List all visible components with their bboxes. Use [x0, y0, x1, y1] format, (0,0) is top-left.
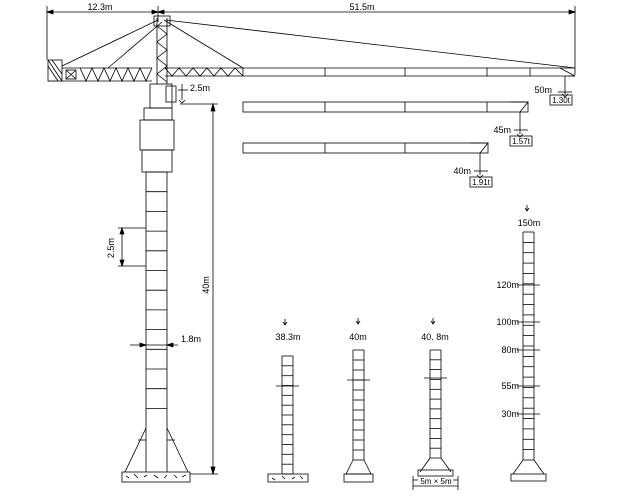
mast-width-label: 1.8m — [181, 334, 201, 344]
slewing-cab — [139, 83, 188, 173]
jib-option-40m — [242, 142, 489, 179]
tie-level-label: 30m — [501, 409, 519, 419]
tie-level-label: 100m — [496, 317, 519, 327]
top-dimension-line — [45, 6, 577, 75]
tie-level-label: 55m — [501, 381, 519, 391]
base-size-label: 5m × 5m — [420, 477, 452, 486]
main-mast — [121, 171, 191, 483]
tower-variant-height: 38.3m — [275, 332, 300, 342]
tip-load-box — [469, 176, 493, 188]
tower-height-dimension — [180, 102, 218, 476]
tower-variant-height: 150m — [518, 218, 541, 228]
tip-load-box — [549, 94, 573, 106]
tip-load-value: 1.91t — [472, 178, 491, 187]
section-height-label: 2.5m — [106, 238, 116, 258]
tower-variant-40-8m — [412, 318, 459, 490]
main-jib-length-label: 51.5m — [349, 2, 374, 12]
section-height-dimension — [118, 226, 146, 268]
jib-option-length: 45m — [493, 125, 511, 135]
tower-variant-150m — [510, 205, 547, 482]
tower-head — [61, 15, 576, 84]
counter-jib-length-label: 12.3m — [87, 2, 112, 12]
tie-level-label: 120m — [496, 280, 519, 290]
tower-variant-height: 40m — [349, 332, 367, 342]
main-jib — [164, 67, 576, 98]
counter-jib — [47, 59, 153, 82]
hook-clearance-label: 2.5m — [190, 83, 210, 93]
tower-height-label: 40m — [201, 276, 211, 294]
tower-variant-38m — [267, 319, 309, 483]
jib-option-length: 50m — [534, 85, 552, 95]
tip-load-value: 1.57t — [512, 137, 531, 146]
jib-option-45m — [242, 101, 529, 138]
tower-variant-40m — [343, 318, 374, 483]
tower-variant-height: 40. 8m — [421, 332, 449, 342]
tip-load-box — [509, 135, 533, 147]
mast-width-dimension — [130, 342, 178, 348]
tie-level-label: 80m — [501, 345, 519, 355]
jib-option-length: 40m — [453, 166, 471, 176]
tip-load-value: 1.30t — [552, 96, 571, 105]
